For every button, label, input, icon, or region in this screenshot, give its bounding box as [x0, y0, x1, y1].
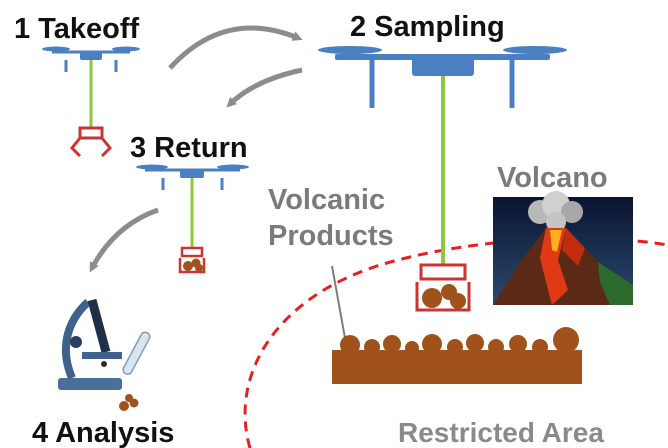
volcanic-products-pointer [331, 265, 346, 339]
restricted-area-boundary [243, 236, 668, 448]
volcano-picture [493, 191, 633, 305]
drone-return [136, 164, 249, 190]
volcanic-products-label-line1: Volcanic [268, 184, 386, 216]
volcanic-products-label-line2: Products [268, 220, 394, 252]
volcanic-products-ground [332, 327, 582, 384]
test-tube-icon [122, 331, 151, 375]
sample-pile [119, 394, 139, 411]
step-analysis-label: 4 Analysis [32, 417, 175, 448]
step-return-label: 3 Return [130, 132, 248, 164]
step-sampling-label: 2 Sampling [350, 11, 505, 43]
microscope-icon [58, 298, 122, 390]
drone-takeoff [42, 46, 140, 72]
arrow-takeoff-to-sampling [168, 25, 303, 70]
sampler-open-claw [69, 126, 113, 158]
drone-sampling [318, 46, 567, 108]
sampler-return [178, 246, 206, 274]
sampler-with-samples [415, 263, 471, 312]
arrow-sampling-to-return [226, 67, 303, 108]
step-takeoff-label: 1 Takeoff [14, 13, 140, 45]
volcano-label: Volcano [497, 162, 608, 194]
restricted-area-label: Restricted Area [398, 417, 604, 448]
arrow-return-to-analysis [89, 207, 159, 273]
